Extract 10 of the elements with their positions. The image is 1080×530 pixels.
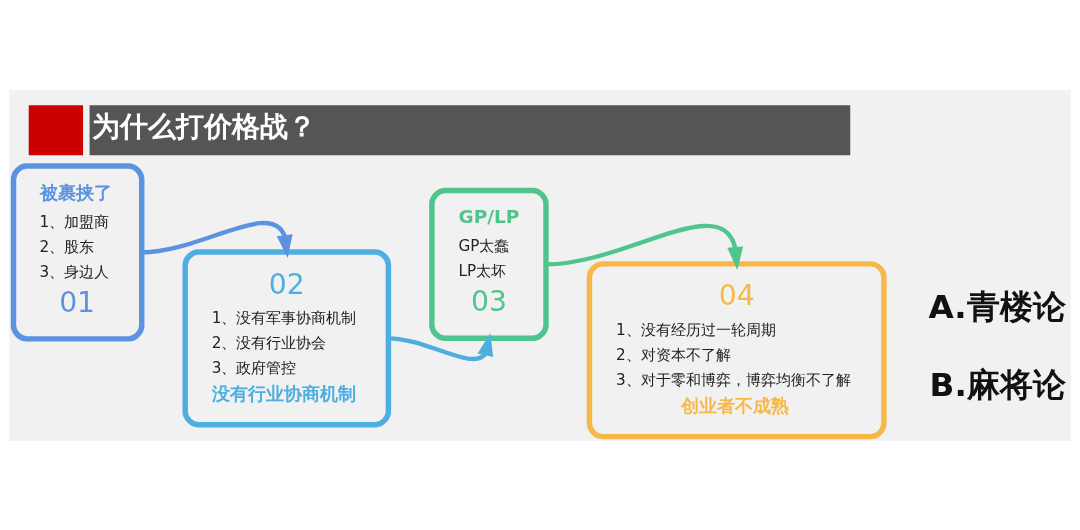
- diagram-title: 为什么打价格战？: [91, 109, 316, 143]
- node-box: 02 1、没有军事协商机制 2、没有行业协会 3、政府管控 没有行业协商机制: [182, 248, 392, 427]
- arrow: [545, 223, 744, 270]
- arrow: [141, 220, 293, 258]
- label: B.麻将论: [929, 365, 1066, 404]
- arrow: [388, 332, 494, 361]
- label: A.青楼论: [928, 287, 1066, 326]
- node-box: 被裹挟了 1、加盟商 2、股东 3、身边人 01: [10, 162, 145, 342]
- node-box: GP/LP GP太蠢 LP太坏 03: [429, 187, 549, 341]
- node-box: 04 1、没有经历过一轮周期 2、对资本不了解 3、对于零和博弈，博弈均衡不了解 创业者不成熟: [586, 260, 887, 439]
